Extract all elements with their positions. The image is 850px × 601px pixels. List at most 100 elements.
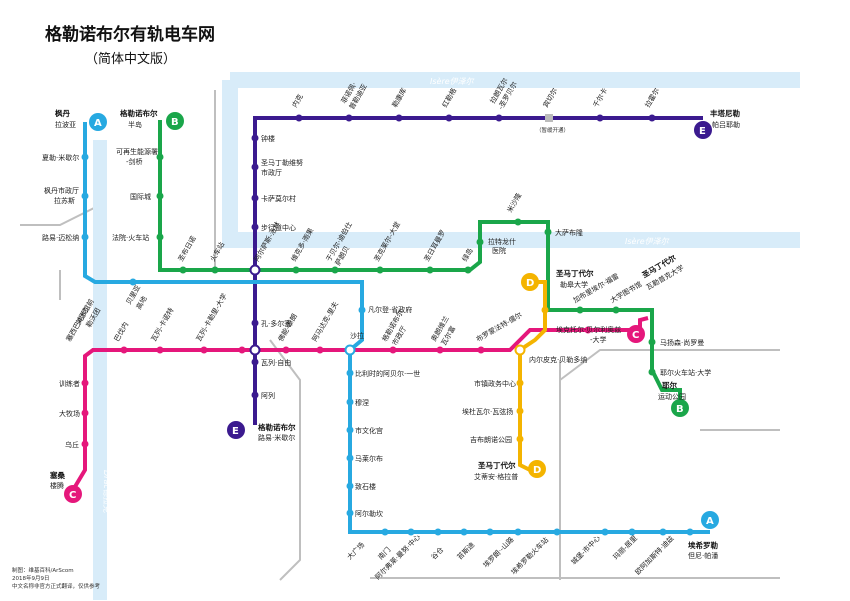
station-label: 绿岛 xyxy=(460,246,475,263)
badge-e-east: E xyxy=(699,126,706,137)
street-grid xyxy=(20,90,780,581)
terminus-e-south-1: 格勒诺布尔 xyxy=(258,422,296,432)
station-label: 内克 xyxy=(290,92,305,109)
station-label: 瓦列·自由 xyxy=(261,358,291,367)
terminus-a-south-1: 埃希罗勒 xyxy=(688,540,718,550)
station-label: 内尔皮克·贝勒多纳 xyxy=(529,355,587,364)
map-title: 格勒诺布尔有轨电车网 xyxy=(45,24,215,45)
station-label: -大学 xyxy=(590,335,607,344)
station-label: 瓦列-卡勒里-大学 xyxy=(194,292,229,343)
terminus-b-west-2: 半岛 xyxy=(128,120,142,129)
station-label: 市文化宫 xyxy=(355,426,383,435)
terminus-e-south-2: 路易·米歇尔 xyxy=(258,433,295,442)
badge-e-south: E xyxy=(232,426,239,437)
station-label: 凡尔登·省政府 xyxy=(368,305,412,314)
station-label: 埃罗朗·-山路 xyxy=(481,535,515,569)
station-label: 市镇政务中心 xyxy=(474,379,516,388)
terminus-d-south-1: 圣马丁代尔 xyxy=(477,460,516,470)
station-label: 苔斯迪 xyxy=(455,540,476,561)
station-label: 耶尔火车站·大学 xyxy=(660,368,711,377)
credit-line-3: 中文名称非官方正式翻译，仅供参考 xyxy=(12,582,101,590)
river-drac-label: Drac德拉克 xyxy=(102,470,111,514)
station-label: 致石楼 xyxy=(355,482,376,491)
station-label: 马扬森·尚罗曼 xyxy=(660,338,704,347)
station-label: 路易·迈松纳 xyxy=(42,233,79,242)
credits: 制图：维基百科/ArScom 2018年9月9日 中文名称非官方正式翻译，仅供参… xyxy=(12,566,101,590)
station-label: 圣马丁勒维努 xyxy=(261,158,303,167)
terminus-b-south-1: 耶尔 xyxy=(662,380,677,390)
station-label: 大学图书馆 xyxy=(609,279,644,304)
station-label: 法院·火车站 xyxy=(112,233,149,242)
station-label: 欧阿加斯特·迪兹 xyxy=(633,534,676,577)
station-label: 大广场 xyxy=(345,540,366,561)
station-label: -剑桥 xyxy=(126,157,143,166)
station-label: 拉霍尔 xyxy=(643,86,661,109)
station-label: 拉特龙什 xyxy=(488,237,516,246)
station-label: 可再生能源署 xyxy=(116,147,158,156)
station-label: 火车站 xyxy=(208,240,226,263)
station-label: 红勒格 xyxy=(440,86,458,109)
station-label: 城堡-市中心 xyxy=(569,534,602,567)
station-label: 夏勒·米歇尔 xyxy=(42,153,79,162)
river-isere-label-1: Isère伊泽尔 xyxy=(430,76,475,86)
station-label: 乌丘 xyxy=(65,440,79,449)
station-dots xyxy=(81,114,694,536)
station-label: 枫丹市政厅 xyxy=(44,186,79,195)
station-label: 孔·多尔塞 xyxy=(261,319,291,328)
station-label: 千尔卡 xyxy=(591,86,609,109)
credit-line-1: 制图：维基百科/ArScom xyxy=(12,566,74,574)
station-label: 阿尔勒坎 xyxy=(355,509,383,518)
station-label: 圣布日诺 xyxy=(176,234,198,263)
station-label: 市政厅 xyxy=(261,168,282,177)
station-label: 训练者 xyxy=(59,379,80,388)
station-label: 阿列 xyxy=(261,391,275,400)
station-label: 穆涅 xyxy=(355,398,369,407)
station-label: 阿马达克-里夫 xyxy=(310,300,340,343)
credit-line-2: 2018年9月9日 xyxy=(12,574,50,582)
station-label: 国际城 xyxy=(130,192,151,201)
terminus-c-west-1: 塞桑 xyxy=(49,470,65,480)
station-label: 布罗蒙法特-儒尔 xyxy=(475,310,524,344)
station-label: 大萨布隆 xyxy=(555,228,583,237)
station-label: 吉布朗诺公园 xyxy=(470,435,512,444)
badge-b-west: B xyxy=(171,117,179,128)
terminus-d-north-1: 圣马丁代尔 xyxy=(555,268,594,278)
station-label: 勒康库 xyxy=(390,86,408,109)
station-label: 拉苏斯 xyxy=(54,196,75,205)
terminus-d-north-2: 勒皋大学 xyxy=(560,280,588,289)
terminus-a-north-2: 拉波亚 xyxy=(55,120,76,129)
terminus-b-west-1: 格勒诺布尔 xyxy=(120,108,158,118)
station-label: 宾切尔 xyxy=(541,86,559,109)
river-isere-label-2: Isère伊泽尔 xyxy=(625,236,670,246)
line-b-track xyxy=(158,120,682,406)
station-label: 步行道中心 xyxy=(261,223,296,232)
station-label: 大牧场 xyxy=(59,409,80,418)
badge-c-west: C xyxy=(69,490,76,501)
terminus-d-south-2: 艾蒂安·格拉普 xyxy=(474,472,518,481)
terminus-e-east-1: 丰塔尼勒 xyxy=(710,108,740,118)
station-labels: 夏勒·米歇尔 枫丹市政厅 拉苏斯 路易·迈松纳 可再生能源署 -剑桥 国际城 法… xyxy=(42,76,711,581)
station-label: 瓦列-卡诺特 xyxy=(149,306,176,343)
terminus-a-north-1: 枫丹 xyxy=(55,108,70,118)
station-label-note: （暂缓开通） xyxy=(536,126,569,134)
station-label: 谷仓 xyxy=(429,545,445,561)
station-label: 卡萨莫尔村 xyxy=(261,194,296,203)
station-label: 比利时的阿贝尔·一世 xyxy=(355,369,420,378)
station-label: 马莱尔布 xyxy=(355,454,383,463)
line-d-track xyxy=(518,280,547,472)
river-isere xyxy=(222,72,800,248)
badge-d-south: D xyxy=(533,465,541,476)
terminus-a-south-2: 但尼·帕潘 xyxy=(688,551,718,560)
badge-d-north: D xyxy=(526,278,534,289)
station-label: 埃杜瓦尔·瓦弦扬 xyxy=(462,407,513,416)
station-label: 米沙隆 xyxy=(505,191,523,214)
station-label: 巴伐内 xyxy=(112,320,130,343)
station-label: 玛丽-居里 xyxy=(612,534,639,561)
terminus-e-east-2: 帕吕耶勒 xyxy=(712,120,740,129)
terminus-b-south-2: 运动公园 xyxy=(658,392,686,401)
line-badges: A B E E C C D D B A xyxy=(64,112,719,529)
terminus-c-west-2: 楼腾 xyxy=(50,481,64,490)
station-label: 钟楼 xyxy=(261,134,275,143)
badge-a-north: A xyxy=(94,118,102,129)
